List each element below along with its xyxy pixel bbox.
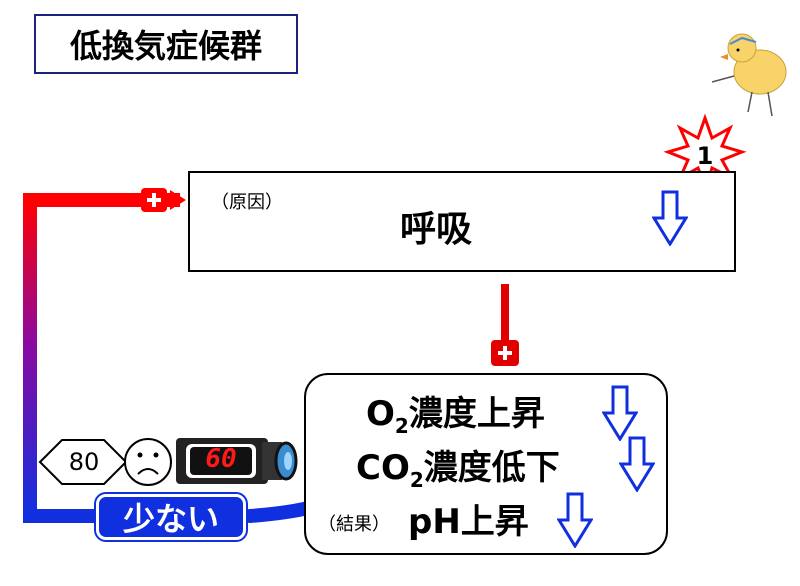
plus-icon	[141, 188, 167, 212]
result-line-co2: CO2濃度低下	[356, 448, 560, 492]
digital-meter-icon	[176, 438, 298, 484]
result-box	[304, 373, 668, 555]
badge-number: 1	[696, 142, 714, 170]
chick-icon	[711, 33, 787, 117]
cause-text: 呼吸	[400, 209, 473, 250]
down-arrow-icon	[619, 436, 655, 492]
cause-box	[188, 171, 736, 272]
down-arrow-icon	[602, 385, 638, 441]
sad-face-icon	[124, 438, 172, 486]
result-label: （結果）	[318, 514, 390, 535]
feedback-label: 少ない	[96, 494, 246, 540]
down-arrow-icon	[557, 492, 593, 548]
page-title: 低換気症候群	[34, 14, 298, 74]
cause-label: （原因）	[211, 192, 283, 213]
result-line-ph: pH上昇	[408, 502, 529, 542]
cause-to-result-arrow	[491, 284, 519, 366]
meter-value: 60	[205, 444, 237, 474]
down-arrow-icon	[652, 190, 688, 246]
diamond-value: 80	[68, 448, 100, 476]
result-line-o2: O2濃度上昇	[366, 394, 545, 438]
